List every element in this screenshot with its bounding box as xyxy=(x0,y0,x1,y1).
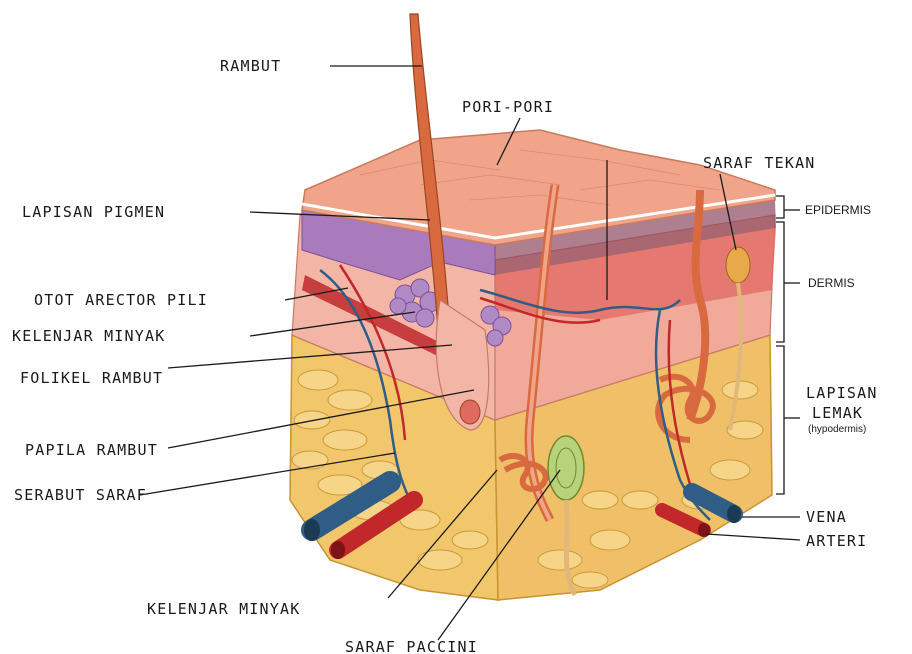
bracket-dermis xyxy=(776,222,784,342)
label-papila-rambut: PAPILA RAMBUT xyxy=(25,441,158,459)
label-rambut: RAMBUT xyxy=(220,57,281,75)
layer-brackets xyxy=(776,196,800,494)
layer-lapisan: LAPISAN xyxy=(806,384,878,402)
layer-hypodermis: (hypodermis) xyxy=(808,424,866,435)
bracket-epidermis xyxy=(776,196,784,218)
label-kelenjar-minyak-bottom: KELENJAR MINYAK xyxy=(147,600,300,618)
label-vena: VENA xyxy=(806,508,847,526)
label-arteri: ARTERI xyxy=(806,532,867,550)
label-kelenjar-minyak-left: KELENJAR MINYAK xyxy=(12,327,165,345)
label-otot-arector-pili: OTOT ARECTOR PILI xyxy=(34,291,208,309)
bracket-hypodermis xyxy=(776,346,784,494)
label-lapisan-pigmen: LAPISAN PIGMEN xyxy=(22,203,165,221)
layer-lemak: LEMAK xyxy=(812,404,863,422)
label-serabut-saraf: SERABUT SARAF xyxy=(14,486,147,504)
label-folikel-rambut: FOLIKEL RAMBUT xyxy=(20,369,163,387)
layer-dermis: DERMIS xyxy=(808,276,855,290)
label-pori-pori: PORI-PORI xyxy=(462,98,554,116)
layer-epidermis: EPIDERMIS xyxy=(805,203,871,217)
label-saraf-paccini: SARAF PACCINI xyxy=(345,638,478,654)
saraf-tekan-receptor xyxy=(726,247,750,283)
pacinian-corpuscle xyxy=(548,436,584,500)
hair-papilla xyxy=(460,400,480,424)
label-saraf-tekan: SARAF TEKAN xyxy=(703,154,816,172)
